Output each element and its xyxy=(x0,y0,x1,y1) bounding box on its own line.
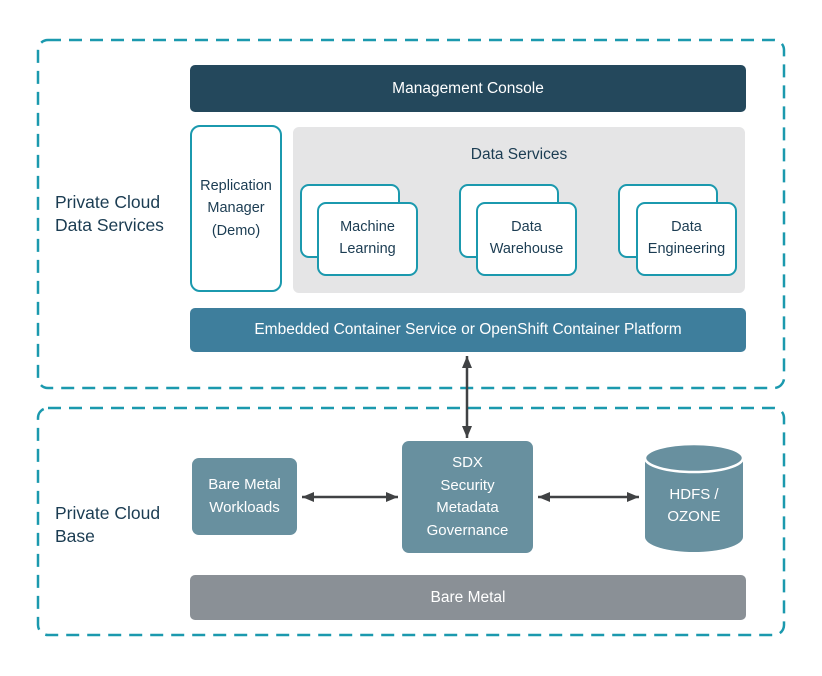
data-warehouse-card: Data Warehouse xyxy=(476,202,577,276)
hdfs-ozone-cylinder: HDFS / OZONE xyxy=(643,442,745,554)
embedded-container-service-box: Embedded Container Service or OpenShift … xyxy=(190,308,746,352)
sdx-security-metadata-governance-box: SDX Security Metadata Governance xyxy=(402,441,533,553)
private-cloud-base-boundary xyxy=(36,406,786,637)
label-private-cloud-data-services: Private Cloud Data Services xyxy=(55,192,164,236)
hdfs-ozone-label: HDFS / OZONE xyxy=(667,485,721,526)
private-cloud-data-services-boundary xyxy=(36,38,786,390)
data-engineering-card: Data Engineering xyxy=(636,202,737,276)
data-services-title: Data Services xyxy=(470,146,568,163)
machine-learning-card: Machine Learning xyxy=(317,202,418,276)
bare-metal-box: Bare Metal xyxy=(190,575,746,620)
label-private-cloud-base: Private Cloud Base xyxy=(55,503,161,547)
database-cylinder-icon xyxy=(643,442,745,552)
replication-manager-box: Replication Manager (Demo) xyxy=(190,125,282,292)
management-console-box: Management Console xyxy=(190,65,746,112)
bare-metal-workloads-box: Bare Metal Workloads xyxy=(192,458,297,535)
